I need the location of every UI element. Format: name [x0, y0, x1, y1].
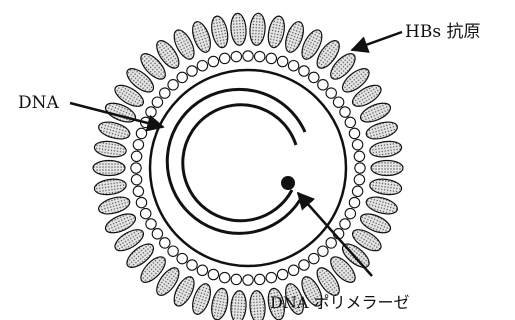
- inner-particle: [299, 260, 309, 270]
- inner-particle: [187, 66, 197, 76]
- inner-particle: [349, 128, 359, 138]
- inner-particle: [318, 80, 328, 90]
- inner-particle: [220, 272, 230, 282]
- capsid-outline: [150, 70, 346, 266]
- inner-particle: [326, 88, 336, 98]
- hbs-particle: [93, 161, 125, 176]
- inner-particle: [208, 269, 218, 279]
- inner-particle: [133, 140, 143, 150]
- inner-particle: [141, 208, 151, 218]
- inner-particle: [131, 175, 141, 185]
- inner-particle: [255, 274, 265, 284]
- hbs-particle: [93, 139, 127, 158]
- arrow-hbs-antigen: [352, 32, 402, 50]
- inner-particle: [152, 97, 162, 107]
- label-dna-polymerase: DNA ポリメラーゼ: [270, 293, 409, 312]
- dna-outer-strand: [167, 89, 305, 233]
- inner-particle: [277, 56, 287, 66]
- label-dna: DNA: [18, 93, 60, 113]
- inner-particle: [333, 97, 343, 107]
- inner-particle: [131, 151, 141, 161]
- inner-particle: [146, 219, 156, 229]
- dna-strands: [167, 89, 305, 233]
- inner-particle: [136, 197, 146, 207]
- hbs-particle: [230, 13, 247, 46]
- inner-particle: [131, 163, 141, 173]
- inner-particle: [340, 219, 350, 229]
- inner-particle: [288, 60, 298, 70]
- inner-particle: [309, 72, 319, 82]
- hbs-envelope-inner-particles: [131, 51, 365, 285]
- inner-particle: [160, 88, 170, 98]
- label-hbs-antigen: HBs 抗原: [405, 22, 480, 42]
- inner-particle: [266, 53, 276, 63]
- inner-particle: [197, 265, 207, 275]
- inner-particle: [133, 186, 143, 196]
- inner-particle: [177, 253, 187, 263]
- inner-particle: [177, 72, 187, 82]
- inner-particle: [355, 163, 365, 173]
- inner-particle: [243, 275, 253, 285]
- inner-particle: [152, 229, 162, 239]
- inner-particle: [220, 53, 230, 63]
- inner-particle: [187, 260, 197, 270]
- hbs-particle: [93, 177, 127, 196]
- inner-particle: [354, 151, 364, 161]
- inner-particle: [231, 51, 241, 61]
- inner-particle: [266, 272, 276, 282]
- hbs-particle: [371, 161, 403, 176]
- inner-particle: [326, 238, 336, 248]
- hbs-particle: [230, 290, 247, 320]
- inner-particle: [146, 107, 156, 117]
- inner-particle: [345, 117, 355, 127]
- dna-inner-strand: [183, 105, 296, 221]
- inner-particle: [345, 208, 355, 218]
- dna-polymerase-dot: [281, 176, 295, 190]
- inner-particle: [208, 56, 218, 66]
- inner-particle: [349, 197, 359, 207]
- inner-particle: [231, 274, 241, 284]
- inner-particle: [160, 238, 170, 248]
- hbs-particle: [209, 15, 230, 49]
- inner-particle: [136, 128, 146, 138]
- inner-particle: [352, 140, 362, 150]
- inner-particle: [255, 51, 265, 61]
- inner-particle: [354, 175, 364, 185]
- inner-particle: [340, 107, 350, 117]
- inner-particle: [318, 246, 328, 256]
- inner-particle: [243, 51, 253, 61]
- inner-particle: [168, 80, 178, 90]
- hbs-particle: [249, 290, 266, 320]
- inner-particle: [352, 186, 362, 196]
- inner-particle: [277, 269, 287, 279]
- hbs-particle: [369, 177, 403, 196]
- hbs-particle: [209, 287, 230, 320]
- hbs-particle: [266, 15, 287, 49]
- inner-particle: [168, 246, 178, 256]
- inner-particle: [288, 265, 298, 275]
- hbs-particle: [369, 139, 403, 158]
- inner-particle: [299, 66, 309, 76]
- inner-particle: [309, 253, 319, 263]
- inner-particle: [197, 60, 207, 70]
- hbs-particle: [249, 13, 266, 46]
